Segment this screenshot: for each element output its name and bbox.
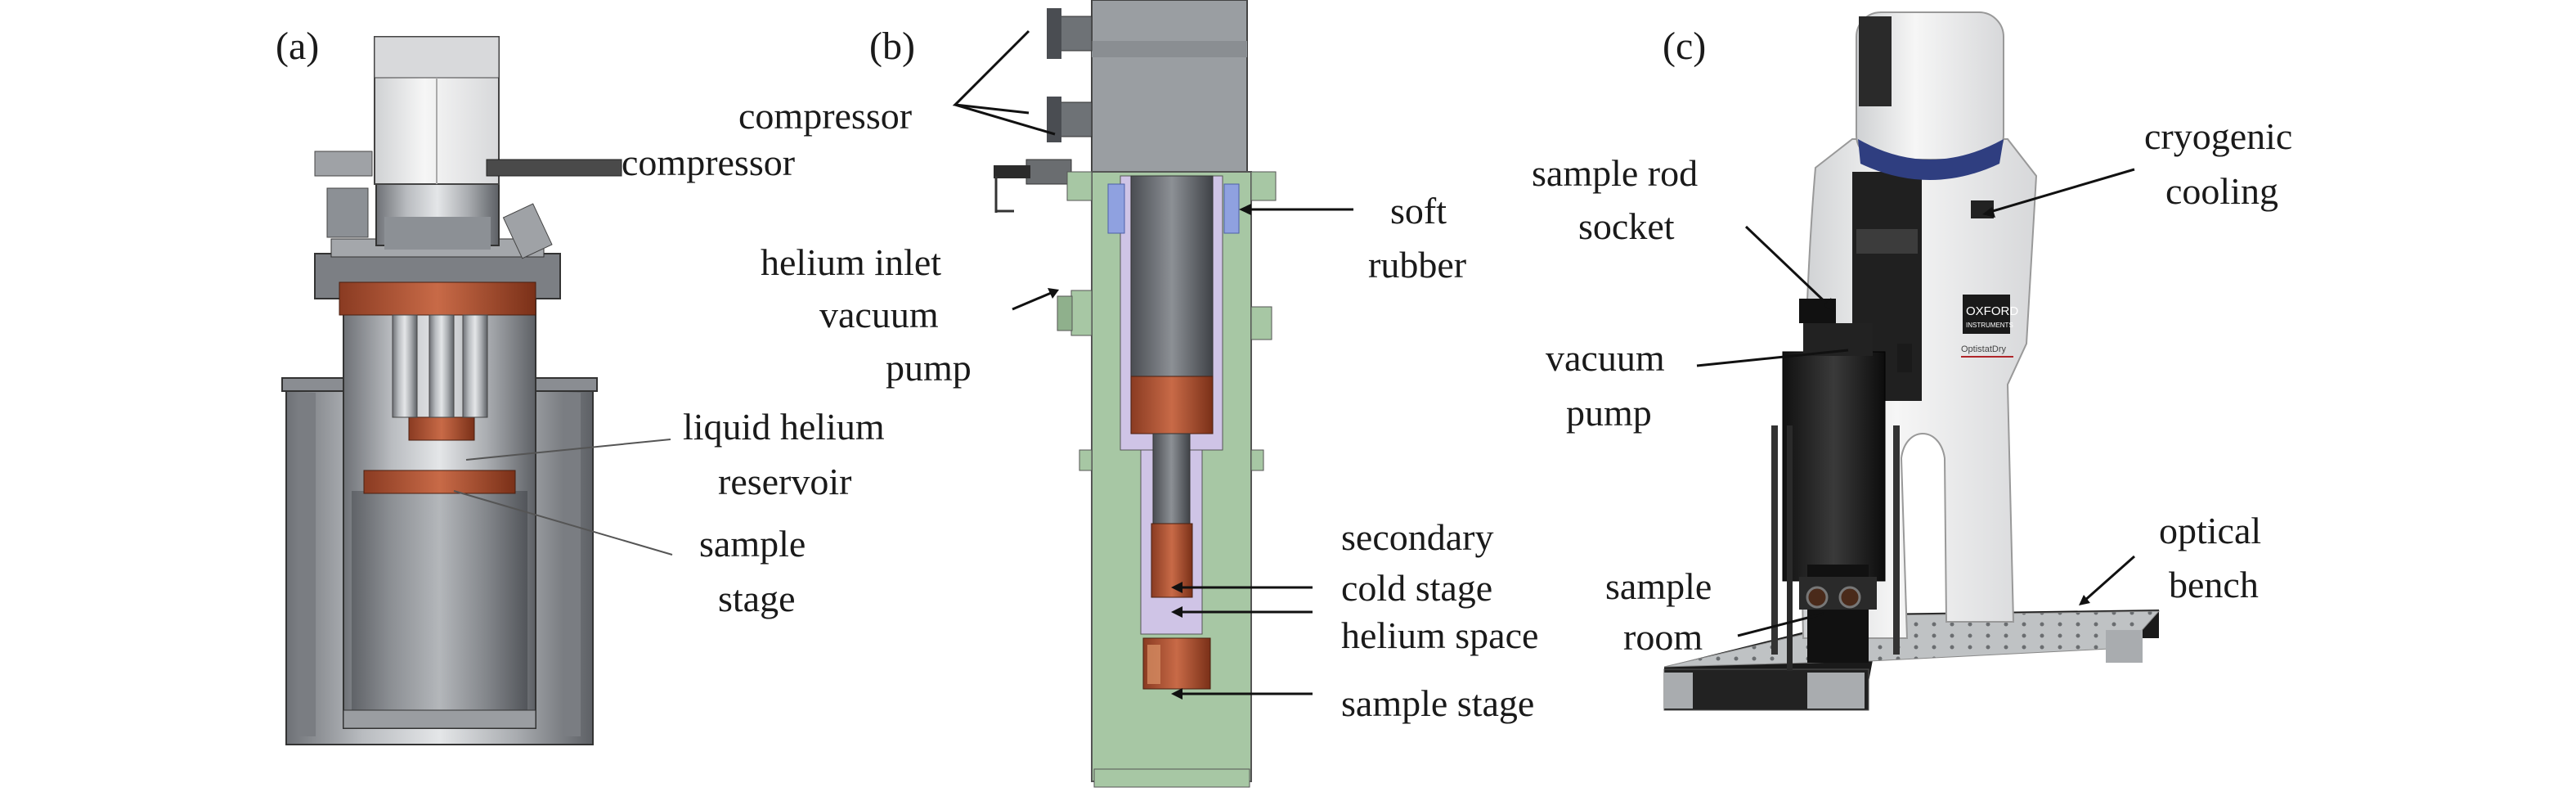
cryostat-a-drawing — [281, 36, 622, 745]
label-c-cryo-line1: cryogenic — [2144, 115, 2292, 157]
label-c-room-line1: sample — [1605, 565, 1712, 607]
panel-b-pointers — [952, 29, 1353, 700]
panel-b-letter: (b) — [869, 25, 915, 68]
panel-c-letter: (c) — [1663, 25, 1706, 68]
model-name: OptistatDry — [1961, 344, 2007, 354]
pointer-vacuum-pump-c — [1696, 349, 1849, 367]
brand-logo: OXFORD — [1966, 304, 2018, 318]
label-c-vacuum-line1: vacuum — [1546, 337, 1665, 379]
label-b-compressor: compressor — [738, 95, 912, 137]
optistat-photo: OXFORD INSTRUMENTS OptistatDry — [1663, 11, 2161, 711]
label-c-bench-line1: optical — [2159, 510, 2261, 551]
label-b-vacuum-line2: pump — [886, 347, 972, 389]
label-c-vacuum-line2: pump — [1566, 392, 1652, 434]
label-b-secondary-line1: secondary — [1341, 516, 1493, 558]
label-b-sample-stage: sample stage — [1341, 682, 1534, 724]
panel-b: (b) — [738, 0, 1538, 788]
label-c-room-line2: room — [1623, 616, 1703, 658]
label-b-secondary-line2: cold stage — [1341, 567, 1492, 609]
label-c-rod-line1: sample rod — [1532, 152, 1698, 194]
pointer-cryogenic-cooling — [1986, 168, 2135, 214]
pointer-compressor-b — [952, 29, 1030, 115]
label-b-soft-line2: rubber — [1368, 244, 1466, 286]
panel-c-pointers — [1696, 168, 2135, 637]
cryostat-b-cross-section — [994, 0, 1277, 788]
pointer-stage-a — [453, 490, 673, 556]
label-a-reservoir-line2: reservoir — [718, 461, 851, 502]
label-c-cryo-line2: cooling — [2165, 170, 2278, 212]
pointer-optical-bench — [2083, 555, 2135, 603]
label-a-stage-line1: sample — [699, 523, 806, 565]
label-a-reservoir-line1: liquid helium — [683, 406, 885, 448]
brand-sub: INSTRUMENTS — [1966, 322, 2013, 329]
panel-a-pointers — [453, 439, 673, 556]
label-a-compressor: compressor — [622, 142, 795, 183]
panel-c: (c) OXFORD INSTRUMENTS OptistatDry — [1532, 11, 2292, 711]
label-b-helium-inlet: helium inlet — [761, 241, 941, 283]
label-c-bench-line2: bench — [2169, 564, 2259, 605]
label-c-rod-line2: socket — [1578, 205, 1675, 247]
pointer-helium-inlet — [1012, 290, 1056, 311]
pointer-reservoir-a — [465, 439, 671, 461]
panel-a: (a) — [276, 25, 885, 745]
panel-a-letter: (a) — [276, 25, 319, 68]
label-a-stage-line2: stage — [718, 578, 796, 619]
pointer-sample-room — [1737, 612, 1824, 637]
label-b-helium-space: helium space — [1341, 614, 1538, 656]
pointer-sample-rod-socket — [1744, 225, 1832, 308]
label-b-soft-line1: soft — [1390, 190, 1447, 232]
label-b-vacuum-line1: vacuum — [819, 294, 939, 335]
